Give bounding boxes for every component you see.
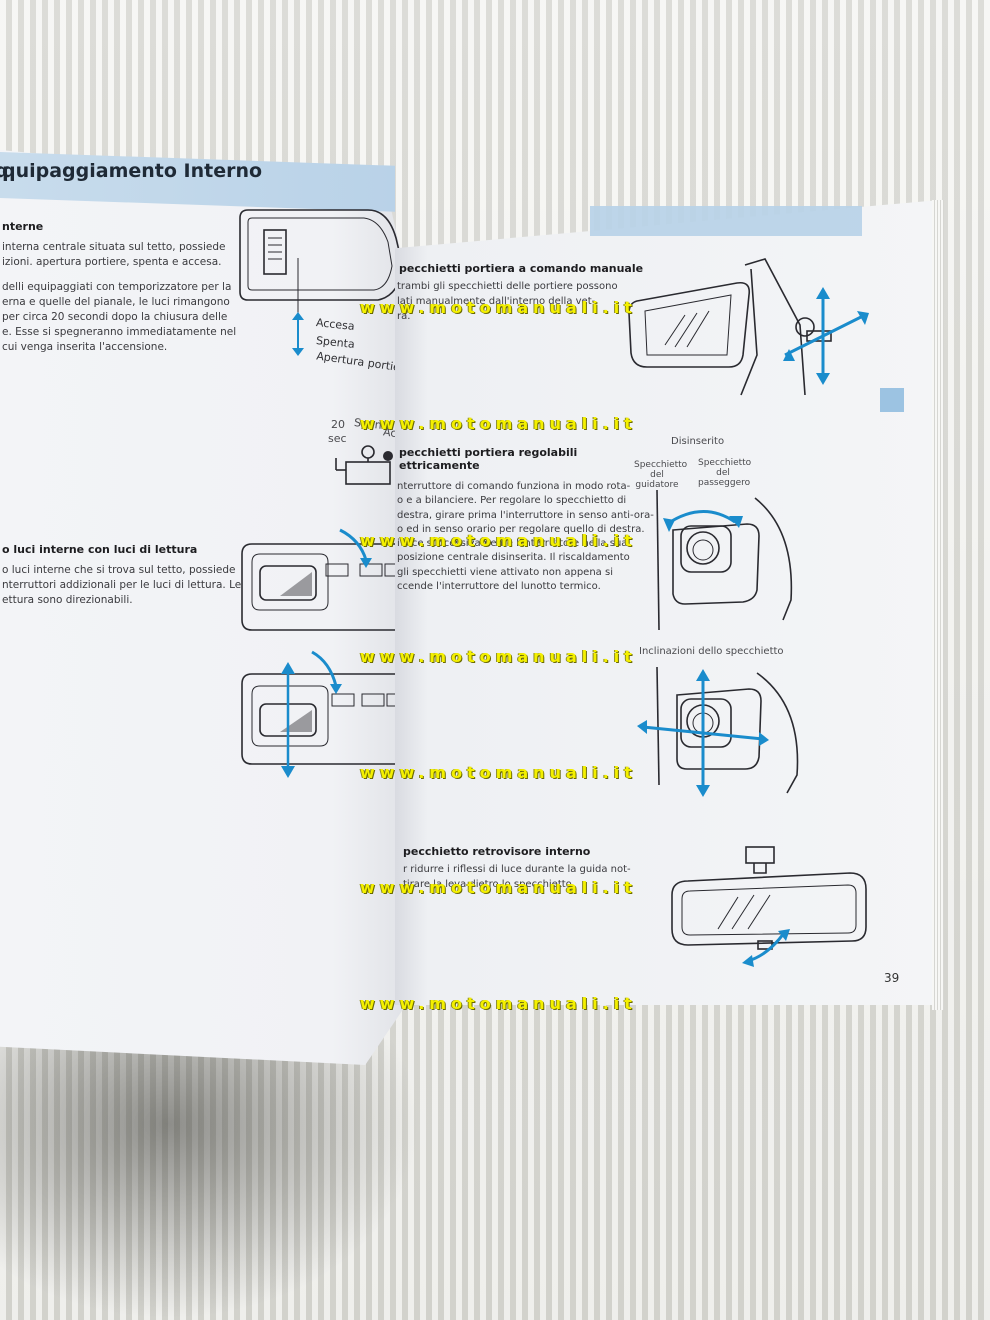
right-page <box>395 200 940 1005</box>
section-heading-luci-interne: nterne <box>2 220 44 233</box>
section-body-gruppo-luci: o luci interne che si trova sul tetto, p… <box>2 564 242 606</box>
watermark: www.motomanuali.it <box>360 531 637 550</box>
page-number: 39 <box>884 971 900 985</box>
right-header-band <box>590 206 862 236</box>
reading-lights-console-illustration-2 <box>241 650 406 778</box>
label-inclinazioni: Inclinazioni dello specchietto <box>639 646 784 657</box>
watermark: www.motomanuali.it <box>360 298 637 317</box>
watermark: www.motomanuali.it <box>360 763 637 782</box>
interior-light-switch-illustration <box>239 209 404 356</box>
section-body-luci-interne: interna centrale situata sul tetto, poss… <box>2 241 237 353</box>
watermark: www.motomanuali.it <box>360 878 637 897</box>
shadow <box>0 1040 420 1320</box>
page-edge <box>932 200 944 1010</box>
mirror-switch-rotate-illustration <box>656 489 793 631</box>
section-heading-gruppo-luci: o luci interne con luci di lettura <box>2 543 198 556</box>
section-body-retrovisore: r ridurre i riflessi di luce durante la … <box>403 864 631 890</box>
label-disinserito: Disinserito <box>671 436 725 447</box>
page-title-mark: Eq <box>0 160 9 182</box>
label-specchietto-passeggero: Specchietto del passeggero <box>698 458 752 488</box>
watermark: www.motomanuali.it <box>360 414 637 433</box>
timer-20: 20 <box>331 418 345 431</box>
door-mirror-manual-illustration <box>628 258 869 396</box>
side-tab <box>880 388 904 412</box>
section-body-specchietti-manuali: trambi gli specchietti delle portiere po… <box>397 281 618 322</box>
section-body-specchietti-elettrici: nterruttore di comando funziona in modo … <box>397 481 654 593</box>
left-page <box>0 150 415 1065</box>
label-specchietto-guidatore: Specchietto del guidatore <box>634 460 688 490</box>
rearview-mirror-illustration <box>671 846 867 967</box>
section-heading-specchietti-manuali: pecchietti portiera a comando manuale <box>399 262 644 275</box>
section-heading-retrovisore: pecchietto retrovisore interno <box>403 845 591 858</box>
section-heading-specchietti-elettrici: pecchietti portiera regolabili ettricame… <box>399 446 578 472</box>
watermark: www.motomanuali.it <box>360 994 637 1013</box>
reading-lights-console-illustration-1 <box>241 528 406 631</box>
timer-sec: sec <box>328 432 347 445</box>
page-title: quipaggiamento Interno <box>2 160 263 182</box>
timer-switch-diagram <box>335 445 393 485</box>
watermark: www.motomanuali.it <box>360 647 637 666</box>
mirror-switch-tilt-illustration <box>637 666 799 797</box>
